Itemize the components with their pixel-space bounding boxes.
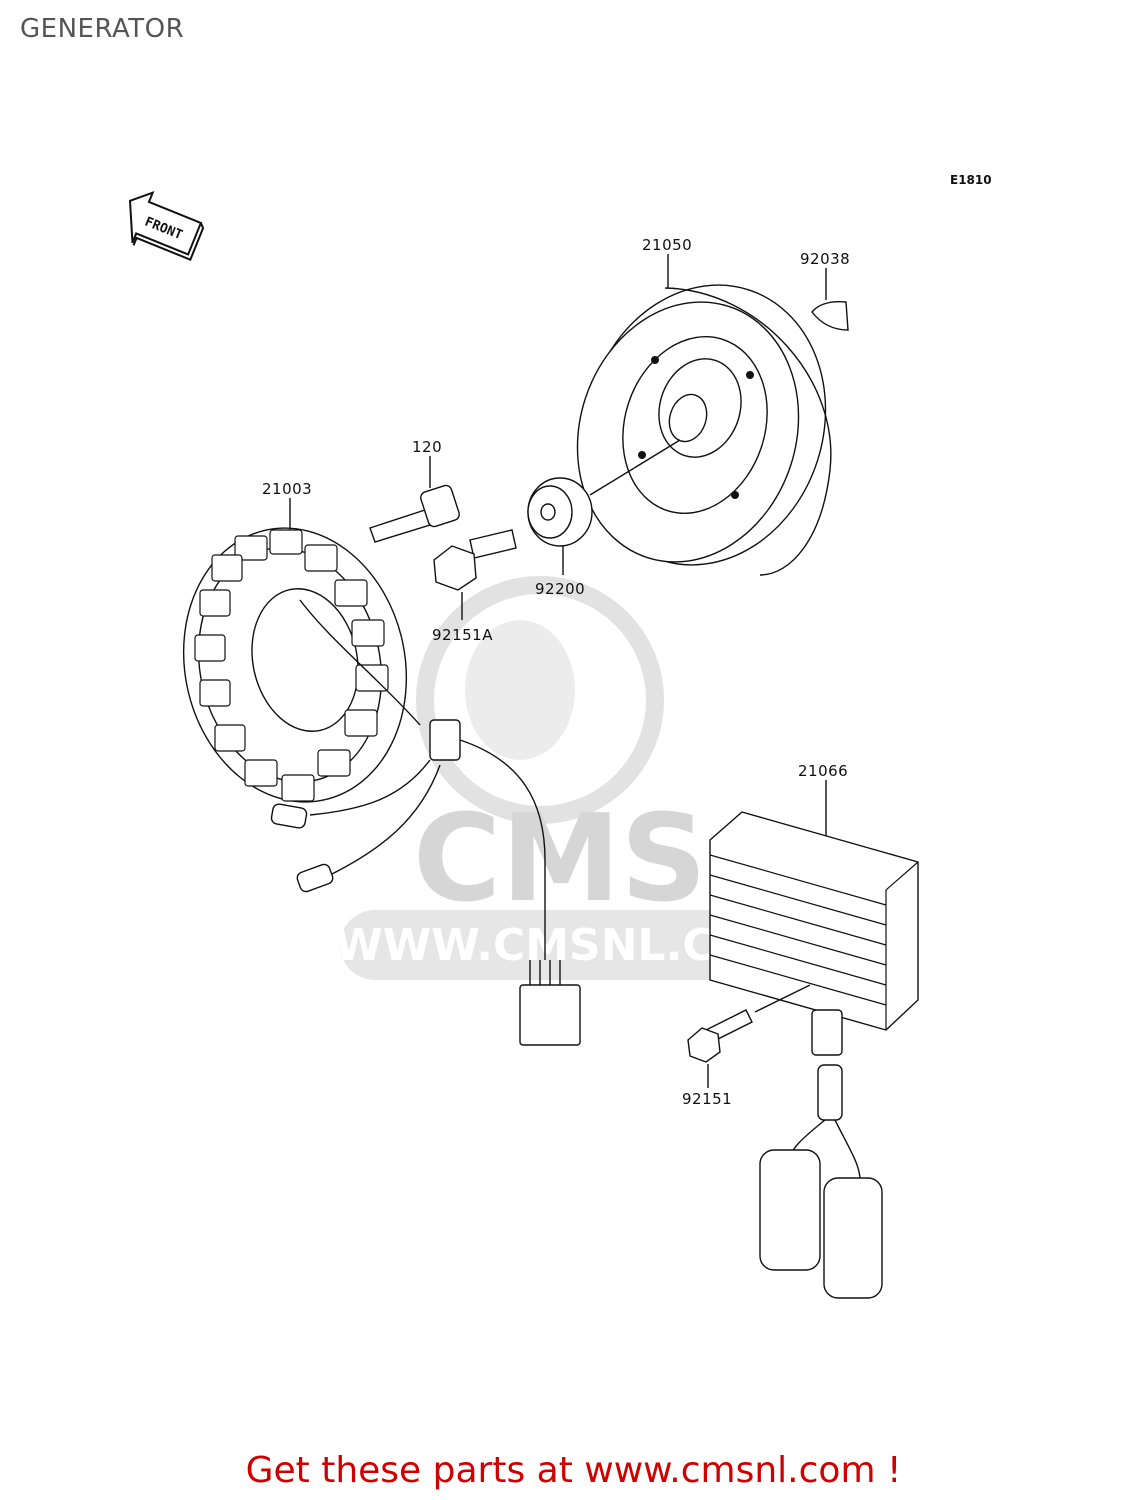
label-92038: 92038 xyxy=(800,250,850,268)
stator-part xyxy=(182,527,421,803)
label-92200: 92200 xyxy=(535,580,585,598)
key-part xyxy=(811,301,849,331)
stator-harness xyxy=(270,719,581,1046)
front-arrow-icon: FRONT xyxy=(128,191,205,261)
label-21050: 21050 xyxy=(642,236,692,254)
parts-diagram: CMS WWW.CMSNL.COM E1810 FRONT 21050 9203… xyxy=(128,173,992,1299)
diagram-code: E1810 xyxy=(950,173,992,187)
page-title: GENERATOR xyxy=(20,14,185,44)
bolt-92151a-part xyxy=(433,529,517,591)
regulator-part xyxy=(709,811,919,1299)
washer-part xyxy=(527,477,593,547)
bolt-120-part xyxy=(369,484,460,543)
label-21003: 21003 xyxy=(262,480,312,498)
label-92151: 92151 xyxy=(682,1090,732,1108)
label-92151a: 92151A xyxy=(432,626,493,644)
footer-cta: Get these parts at www.cmsnl.com ! xyxy=(245,1450,902,1491)
flywheel-part xyxy=(576,284,832,576)
bolt-92151-part xyxy=(687,1009,753,1063)
label-120: 120 xyxy=(412,438,442,456)
watermark-brand: CMS xyxy=(413,790,707,929)
label-21066: 21066 xyxy=(798,762,848,780)
